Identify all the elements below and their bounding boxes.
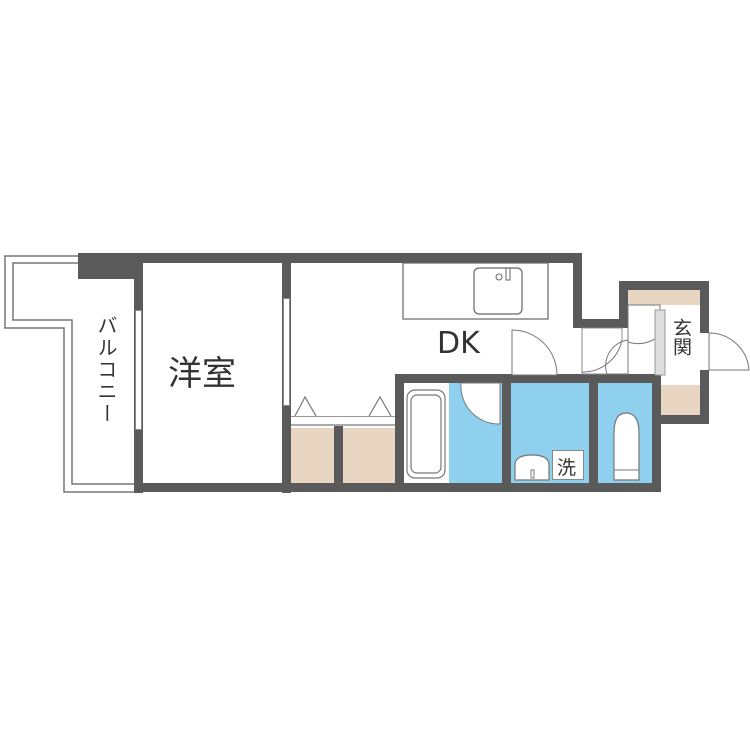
wall-dk-right <box>573 253 582 328</box>
wall-bath-left <box>395 374 404 492</box>
wall-washroom-toilet <box>589 374 598 492</box>
wall-wet-top <box>395 374 661 383</box>
shoe-cabinet-top <box>628 290 700 305</box>
label-washer: 洗 <box>557 457 577 479</box>
label-balcony: バルコニー <box>94 315 118 425</box>
window-balcony <box>135 310 142 430</box>
wall-toilet-right <box>652 376 661 492</box>
window-partition <box>283 298 290 406</box>
wall-balcony-block <box>78 253 142 279</box>
wall-closet-divider <box>334 425 343 492</box>
label-dk: DK <box>437 326 480 361</box>
wall-bath-washroom <box>502 374 511 492</box>
closet-rail <box>291 416 395 426</box>
wall-entrance-right-lower <box>700 370 709 423</box>
label-entrance: 玄関 <box>670 318 692 356</box>
closet-right <box>343 428 395 483</box>
wall-entrance-left <box>619 281 628 328</box>
wall-entrance-bottom <box>657 415 709 424</box>
wall-corridor-top <box>573 319 623 328</box>
washer-box <box>552 450 584 480</box>
closet-left <box>291 428 334 483</box>
shoe-cabinet-bottom <box>661 385 700 415</box>
wall-entrance-top <box>619 281 709 290</box>
label-western-room: 洋室 <box>168 354 236 394</box>
wall-top <box>78 253 581 263</box>
wall-entrance-right <box>700 281 709 333</box>
